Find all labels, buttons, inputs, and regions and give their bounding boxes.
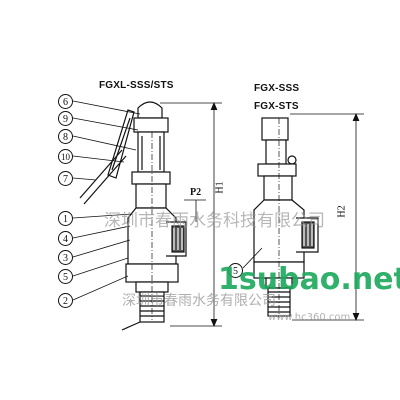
watermark-company-bottom: 深圳市春雨水务有限公司 [122, 293, 276, 309]
right-model-title-1: FGX-SSS [254, 83, 300, 94]
left-callout-leaders [72, 100, 141, 301]
watermark-url: www.hc360.com [268, 312, 351, 323]
dimension-h1: H1 [214, 181, 226, 194]
left-model-title: FGXL-SSS/STS [99, 80, 174, 91]
callout-3: 3 [58, 250, 73, 265]
callout-4: 4 [58, 231, 73, 246]
callout-7: 7 [58, 171, 73, 186]
callout-8: 8 [58, 129, 73, 144]
h1-dimension-line [160, 101, 222, 328]
dimension-h2: H2 [336, 205, 348, 218]
right-callout-leader [242, 247, 263, 269]
watermark-company-top: 深圳市春雨水务科技有限公司 [104, 211, 325, 231]
dimension-p2: P2 [190, 187, 202, 198]
right-valve-body [253, 117, 319, 318]
h2-dimension-line [290, 112, 364, 322]
watermark-brand: 1subao.net [218, 262, 400, 297]
right-model-title-2: FGX-STS [254, 101, 299, 112]
callout-5: 5 [58, 269, 73, 284]
p2-dimension-line [184, 199, 206, 222]
callout-10: 10 [58, 149, 73, 164]
callout-1: 1 [58, 211, 73, 226]
callout-6: 6 [58, 94, 73, 109]
callout-2: 2 [58, 293, 73, 308]
callout-9: 9 [58, 111, 73, 126]
callout-right-5: 5 [228, 263, 243, 278]
